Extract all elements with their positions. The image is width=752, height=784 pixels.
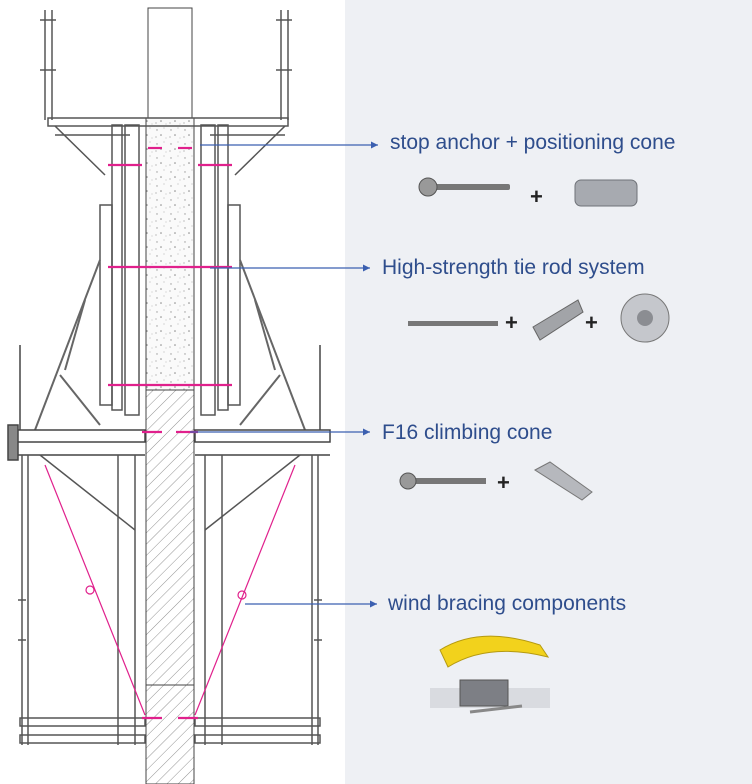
anchor-screw-icon	[418, 177, 510, 197]
callout-climbing-cone: F16 climbing cone	[378, 420, 557, 446]
tie-rod-icon	[408, 321, 498, 326]
positioning-cone-icon	[574, 179, 638, 207]
callout-lines	[190, 141, 378, 608]
callout-tie-rod: High-strength tie rod system	[378, 255, 649, 281]
plus-sign: +	[497, 470, 510, 495]
anchor-points	[108, 146, 232, 720]
wing-nut-icon	[620, 293, 670, 343]
plus-sign: +	[505, 310, 518, 335]
ratchet-strap-icon	[430, 635, 550, 714]
callout-wind-bracing: wind bracing components	[384, 591, 631, 617]
concrete-wall	[145, 7, 195, 784]
bolt-icon	[399, 472, 486, 490]
push-pull-props	[34, 259, 306, 431]
callout-stop-anchor: stop anchor + positioning cone	[386, 130, 680, 156]
plus-sign: +	[585, 310, 598, 335]
wind-bracing-lines	[44, 464, 296, 716]
top-guardrails	[40, 10, 292, 176]
cone-nut-icon	[532, 299, 584, 341]
plus-sign: +	[530, 184, 543, 209]
suspended-platforms	[18, 454, 322, 745]
climbing-cone-icon	[534, 461, 593, 501]
main-platform	[7, 345, 331, 461]
